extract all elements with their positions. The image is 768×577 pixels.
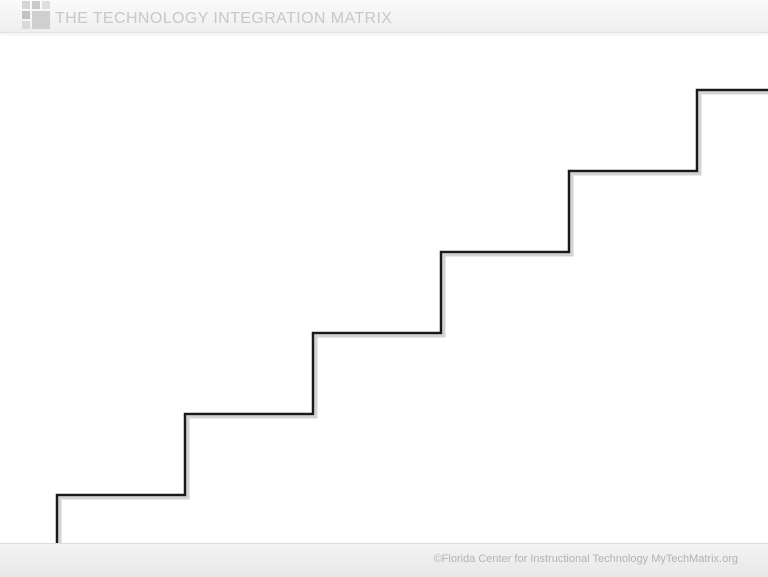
staircase-line bbox=[55, 88, 768, 543]
copyright-credit: ©Florida Center for Instructional Techno… bbox=[433, 553, 738, 565]
footer-bar: ©Florida Center for Instructional Techno… bbox=[0, 543, 768, 577]
page-title: THE TECHNOLOGY INTEGRATION MATRIX bbox=[55, 10, 393, 27]
tim-logo-icon bbox=[22, 1, 50, 29]
header-bar: THE TECHNOLOGY INTEGRATION MATRIX bbox=[0, 0, 768, 33]
staircase-shadow bbox=[58, 91, 768, 545]
